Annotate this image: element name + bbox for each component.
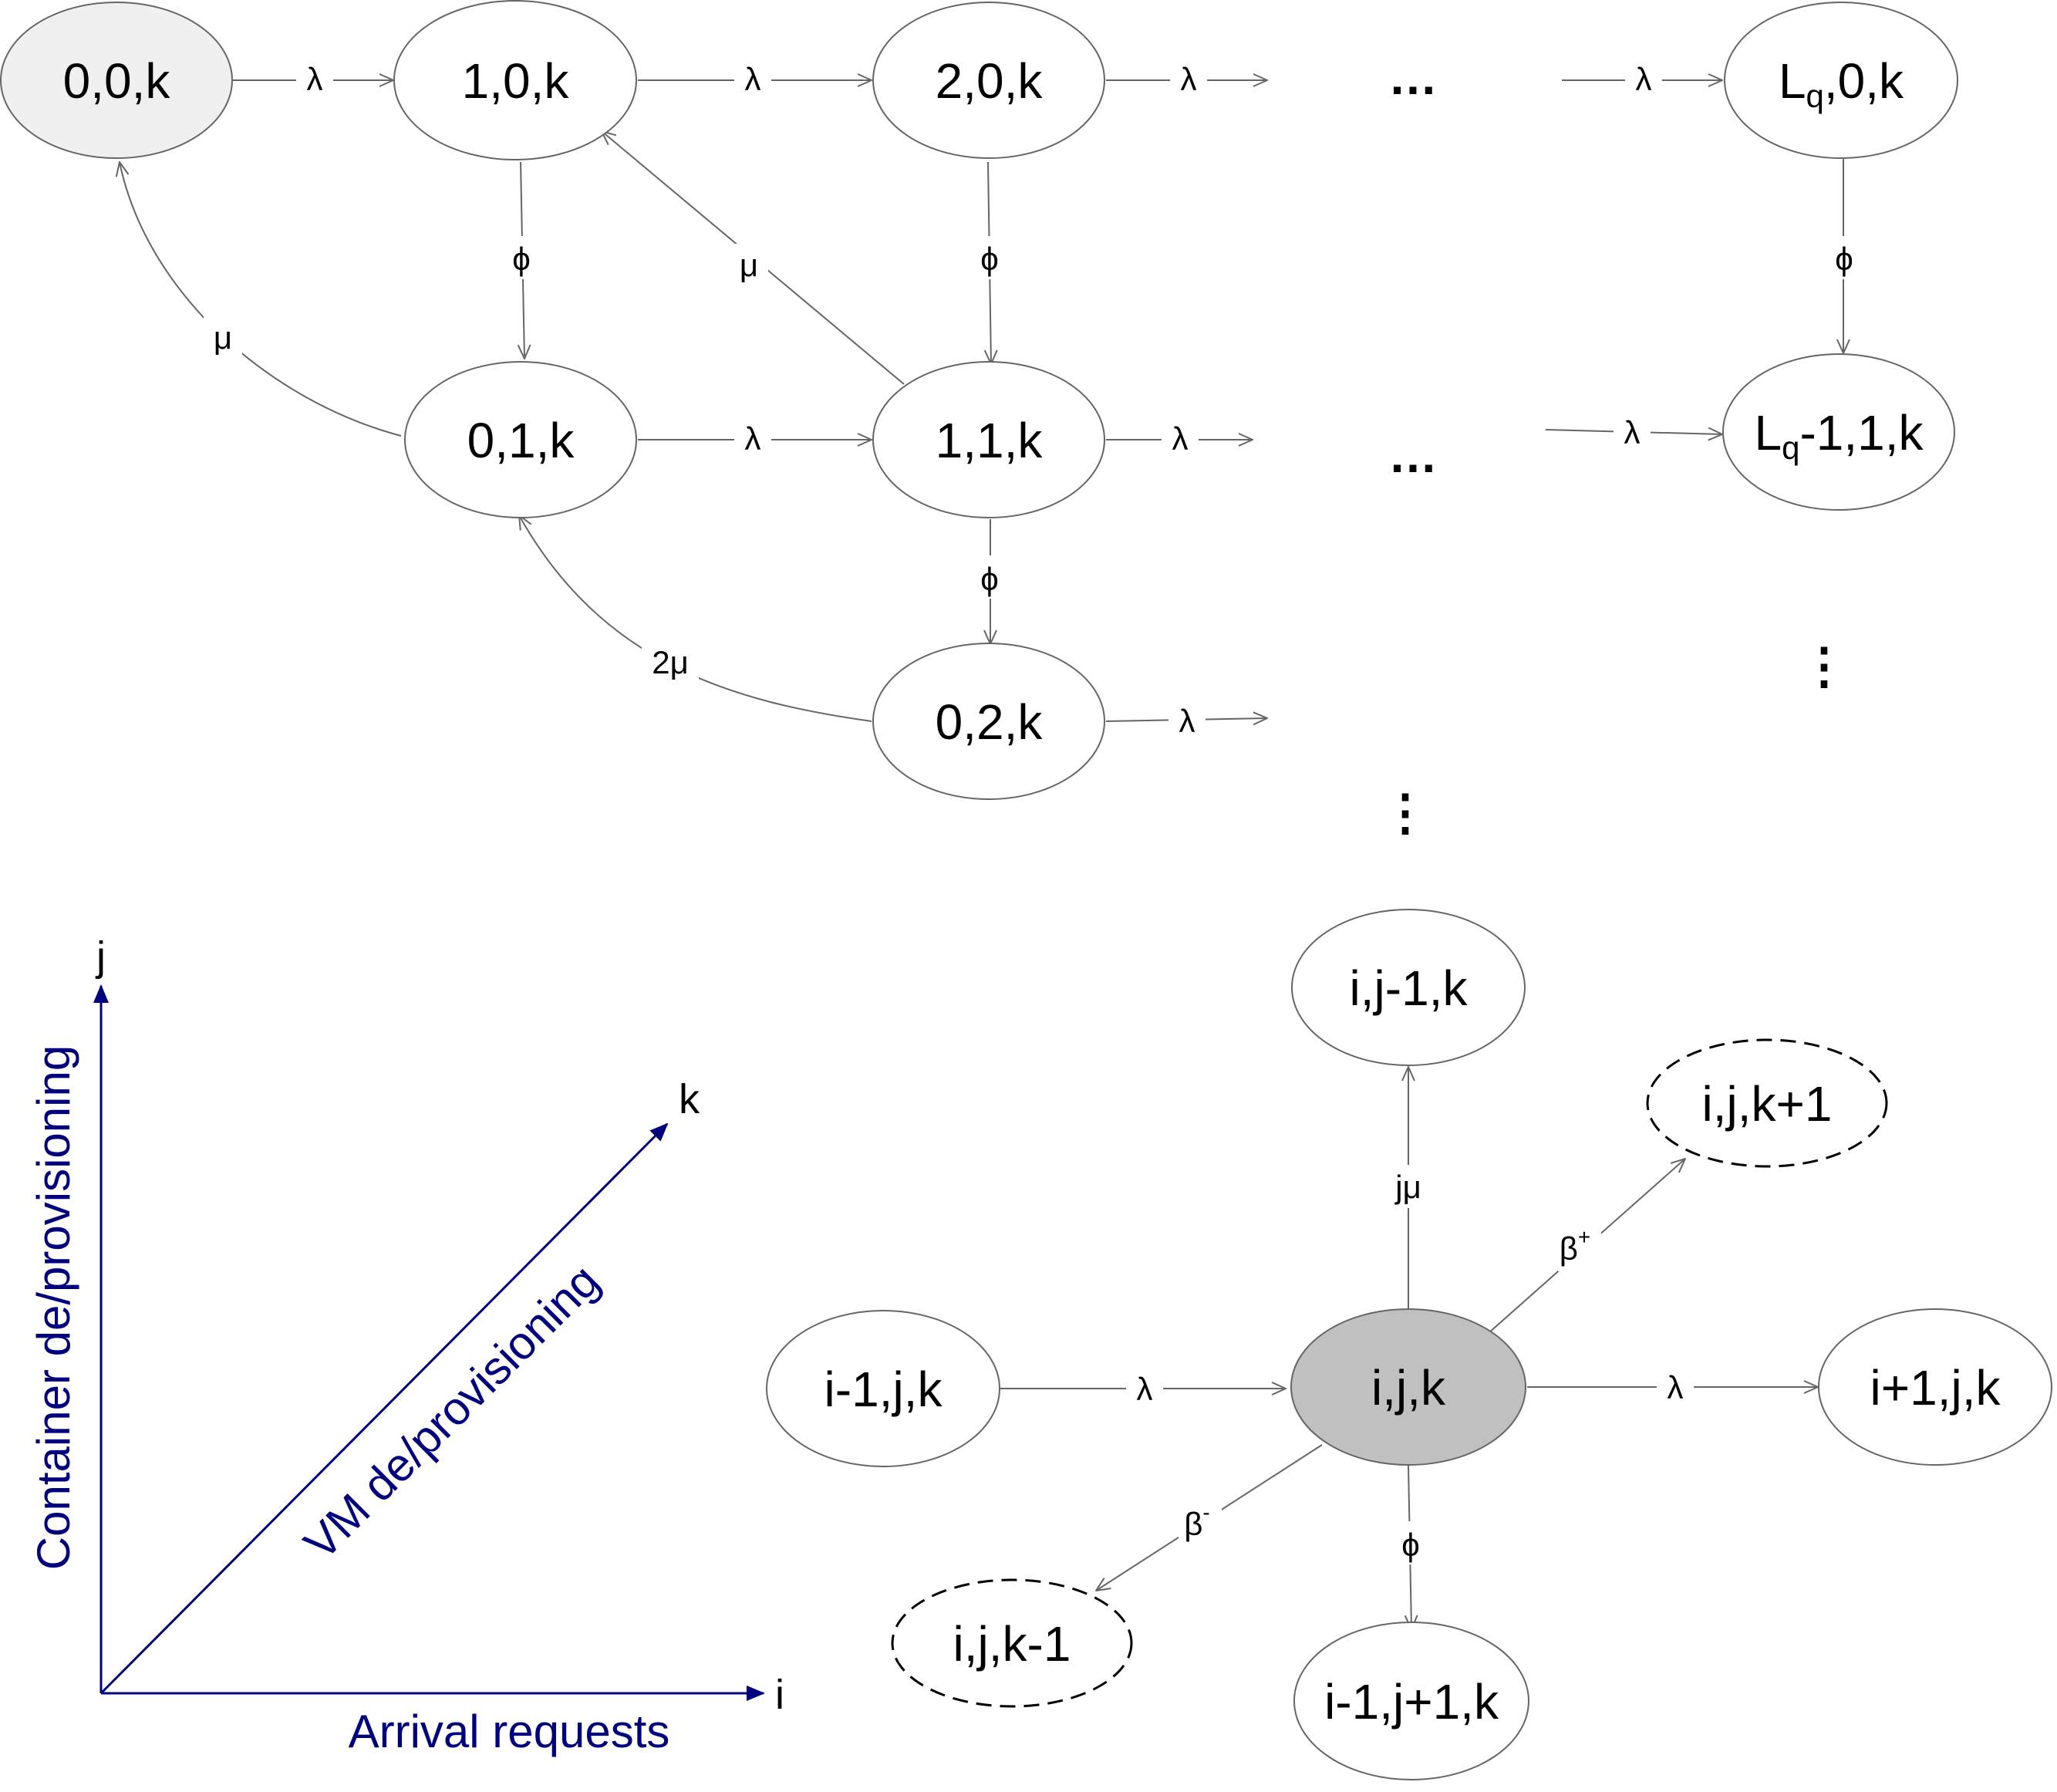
edge-label-beta-minus: β- [1184, 1500, 1210, 1542]
i-axis-letter: i [775, 1672, 784, 1718]
state-0-0-k: 0,0,k [0, 2, 233, 159]
state-label: i+1,j,k [1870, 1360, 2001, 1416]
edge-label-lambda: λ [1172, 420, 1189, 457]
state-1-1-k: 1,1,k [872, 361, 1105, 518]
state-label: 1,0,k [462, 53, 570, 109]
k-axis-line [99, 1122, 669, 1695]
edge-label-lambda: λ [745, 61, 761, 97]
state-label: 2,0,k [936, 53, 1044, 109]
state-1-0-k: 1,0,k [393, 0, 637, 160]
state-node [1818, 1308, 2052, 1466]
state-node [393, 0, 637, 160]
state-0-2-k: 0,2,k [872, 643, 1105, 800]
state-node [0, 2, 233, 159]
state-lq-0-k: Lq,0,k [1724, 2, 1958, 159]
edge-label-lambda: λ [745, 420, 761, 457]
state-0-1-k: 0,1,k [404, 361, 637, 518]
state-node [1646, 1038, 1888, 1168]
i-axis-caption: Arrival requests [349, 1706, 670, 1757]
state-i-j-k: i,j,k [1290, 1308, 1526, 1466]
edge-010-to-000 [120, 162, 402, 437]
edge-label-mu: μ [214, 319, 232, 356]
edge-label-lambda: λ [1179, 703, 1195, 739]
edge-label-phi: ϕ [1401, 1527, 1420, 1563]
edge-label-mu: μ [740, 247, 758, 283]
edge-label-lambda: λ [1668, 1369, 1684, 1406]
state-label: 0,0,k [63, 53, 171, 109]
edge-label-j-mu: jμ [1394, 1169, 1421, 1205]
k-axis-letter: k [679, 1076, 700, 1122]
state-label: 0,2,k [936, 694, 1044, 750]
state-node [1724, 2, 1958, 159]
state-node [404, 361, 637, 518]
upper-edge-labels: λ λ λ λ ϕ ϕ ϕ μ μ λ λ λ ϕ 2μ λ [204, 56, 1862, 741]
state-label: i,j,k-1 [953, 1616, 1071, 1672]
state-i-j-kplus1: i,j,k+1 [1646, 1038, 1888, 1168]
state-node [872, 643, 1105, 800]
state-node [766, 1310, 1000, 1467]
j-axis-letter: j [95, 933, 106, 980]
state-node [1290, 1308, 1526, 1466]
state-node [1291, 909, 1526, 1066]
neighborhood-edge-labels: λ λ jμ ϕ β+ β- [1126, 1165, 1694, 1564]
ellipsis-horizontal: … [1388, 49, 1438, 105]
edge-label-lambda: λ [307, 61, 323, 97]
edge-label-lambda: λ [1636, 61, 1652, 97]
ellipsis-horizontal: … [1388, 427, 1438, 483]
state-label: i,j,k+1 [1702, 1076, 1833, 1132]
state-label: i,j-1,k [1350, 960, 1469, 1016]
state-label: i-1,j+1,k [1324, 1674, 1499, 1730]
ellipsis-vertical: ⋮ [1381, 785, 1430, 840]
state-node [1293, 1622, 1529, 1780]
edge-label-beta-plus: β+ [1560, 1225, 1591, 1267]
edge-label-lambda: λ [1624, 414, 1641, 451]
edge-label-two-mu: 2μ [652, 644, 689, 680]
state-i-j-kminus1: i,j,k-1 [891, 1578, 1133, 1708]
state-i-jminus1-k: i,j-1,k [1291, 909, 1526, 1066]
state-node [891, 1578, 1133, 1708]
state-label: 1,1,k [936, 413, 1044, 468]
state-iminus1-j-k: i-1,j,k [766, 1310, 1000, 1467]
axes: j i k Arrival requests Container de/prov… [28, 933, 784, 1757]
state-label: i,j,k [1371, 1360, 1446, 1416]
ellipsis-vertical: ⋮ [1799, 638, 1849, 694]
edge-label-phi: ϕ [512, 241, 531, 277]
state-2-0-k: 2,0,k [872, 2, 1105, 159]
state-label: 0,1,k [467, 413, 575, 468]
state-node [872, 361, 1105, 518]
edge-label-phi: ϕ [980, 561, 999, 597]
edge-label-lambda: λ [1181, 61, 1197, 97]
state-node [872, 2, 1105, 159]
state-label: Lq,0,k [1779, 53, 1904, 114]
edge-label-phi: ϕ [980, 241, 999, 277]
state-iminus1-jplus1-k: i-1,j+1,k [1293, 1622, 1529, 1780]
edge-020-to-010 [519, 515, 872, 722]
k-axis-caption: VM de/provisioning [294, 1254, 609, 1569]
state-lq-1-1-k: Lq-1,1,k [1722, 353, 1955, 511]
state-iplus1-j-k: i+1,j,k [1818, 1308, 2052, 1466]
j-axis-caption: Container de/provisioning [28, 1045, 79, 1570]
state-label: Lq-1,1,k [1754, 405, 1924, 466]
edge-label-phi: ϕ [1835, 241, 1853, 277]
state-label: i-1,j,k [824, 1362, 943, 1417]
edge-label-lambda: λ [1137, 1371, 1153, 1407]
state-node [1722, 353, 1955, 511]
